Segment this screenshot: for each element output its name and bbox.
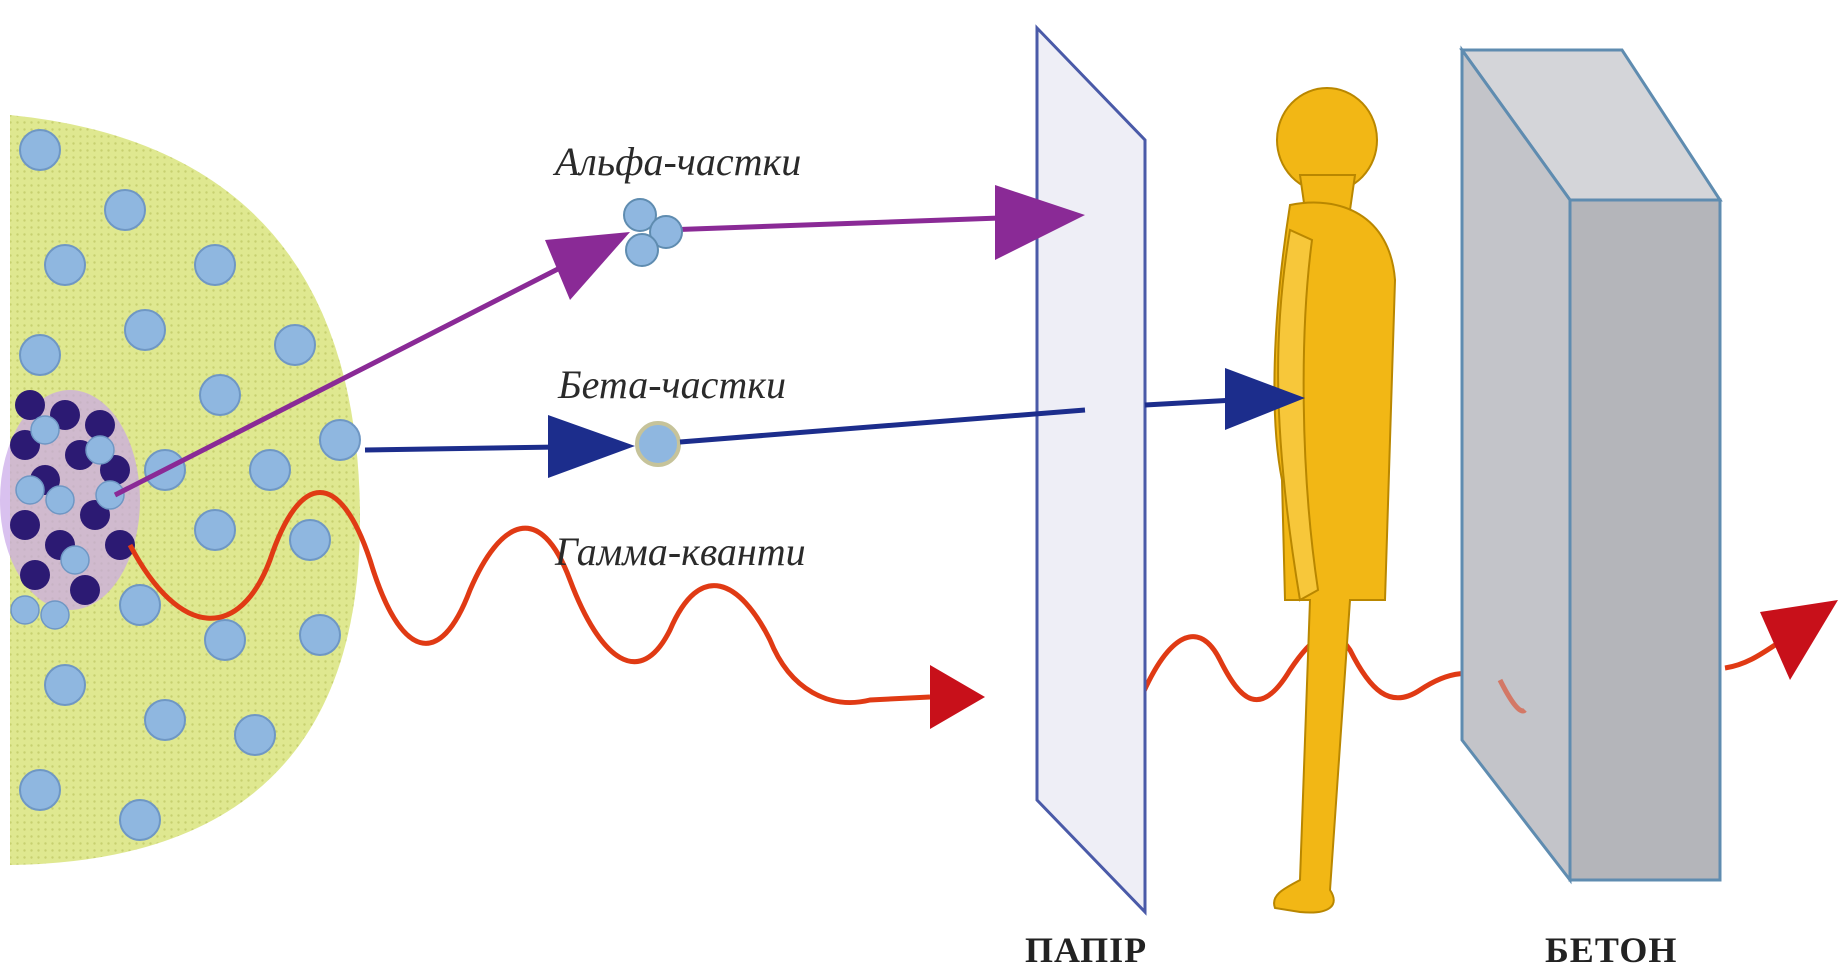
paper-sheet — [1037, 28, 1145, 912]
beta-line-3 — [1145, 400, 1235, 405]
gamma-exit-stem — [1725, 645, 1775, 668]
alpha-particle — [624, 199, 682, 266]
gamma-label: Гамма-кванти — [554, 529, 806, 574]
gamma-arrowhead-2 — [1760, 600, 1838, 680]
beta-line-1 — [365, 447, 560, 450]
beta-arrowhead-1 — [548, 415, 635, 478]
beta-particle — [637, 423, 679, 465]
human-figure — [1274, 88, 1395, 913]
beta-line-2 — [680, 410, 1085, 442]
gamma-arrowhead-1 — [930, 665, 985, 729]
concrete-label: БЕТОН — [1545, 930, 1677, 970]
beta-label: Бета-частки — [557, 362, 786, 407]
concrete-side — [1570, 200, 1720, 880]
alpha-line-2 — [665, 218, 1000, 230]
alpha-label: Альфа-частки — [552, 139, 801, 184]
paper-label: ПАПІР — [1025, 930, 1147, 970]
beta-ray — [365, 368, 1305, 478]
alpha-arrowhead-1 — [545, 232, 630, 300]
radioactive-source — [0, 115, 360, 865]
concrete-block — [1462, 50, 1720, 880]
